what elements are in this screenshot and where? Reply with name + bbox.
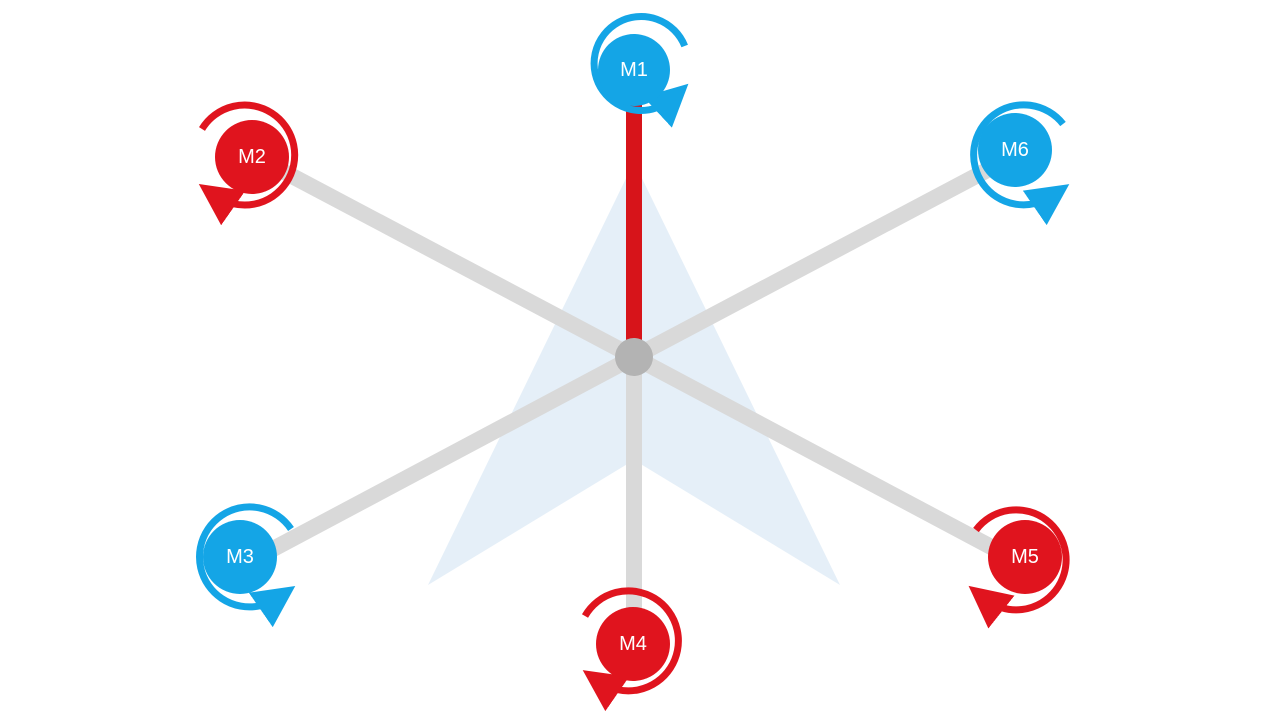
arm-m5 <box>626 349 1018 565</box>
rotation-arrow-cw-icon <box>581 587 682 712</box>
motor-label: M5 <box>1011 546 1039 568</box>
motor-m5: M5 <box>968 506 1070 629</box>
motor-disc <box>203 520 277 594</box>
motor-label: M4 <box>619 633 647 655</box>
motor-m1: M1 <box>590 13 689 128</box>
motor-disc <box>215 120 289 194</box>
motor-label: M2 <box>238 146 266 168</box>
motor-m6: M6 <box>970 101 1070 226</box>
rotation-arrow-ccw-icon <box>970 101 1070 226</box>
rotation-arrow-ccw-icon <box>196 503 296 628</box>
arm-m3 <box>250 349 642 565</box>
motor-label: M1 <box>620 59 648 81</box>
motor-m3: M3 <box>196 503 296 628</box>
motor-m2: M2 <box>198 101 299 226</box>
motor-disc <box>596 607 670 681</box>
arm-m2 <box>250 150 642 365</box>
rotation-arrow-cw-icon <box>198 101 299 226</box>
center-hub <box>615 338 653 376</box>
rotation-arrow-cw-icon <box>968 506 1070 629</box>
arm-m6 <box>626 150 1018 365</box>
motor-m4: M4 <box>581 587 682 712</box>
motor-disc <box>978 113 1052 187</box>
rotation-arrow-ccw-icon <box>590 13 689 128</box>
arms <box>250 72 1018 648</box>
motor-label: M3 <box>226 546 254 568</box>
motor-disc <box>598 34 670 106</box>
motor-label: M6 <box>1001 139 1029 161</box>
motor-disc <box>988 520 1062 594</box>
